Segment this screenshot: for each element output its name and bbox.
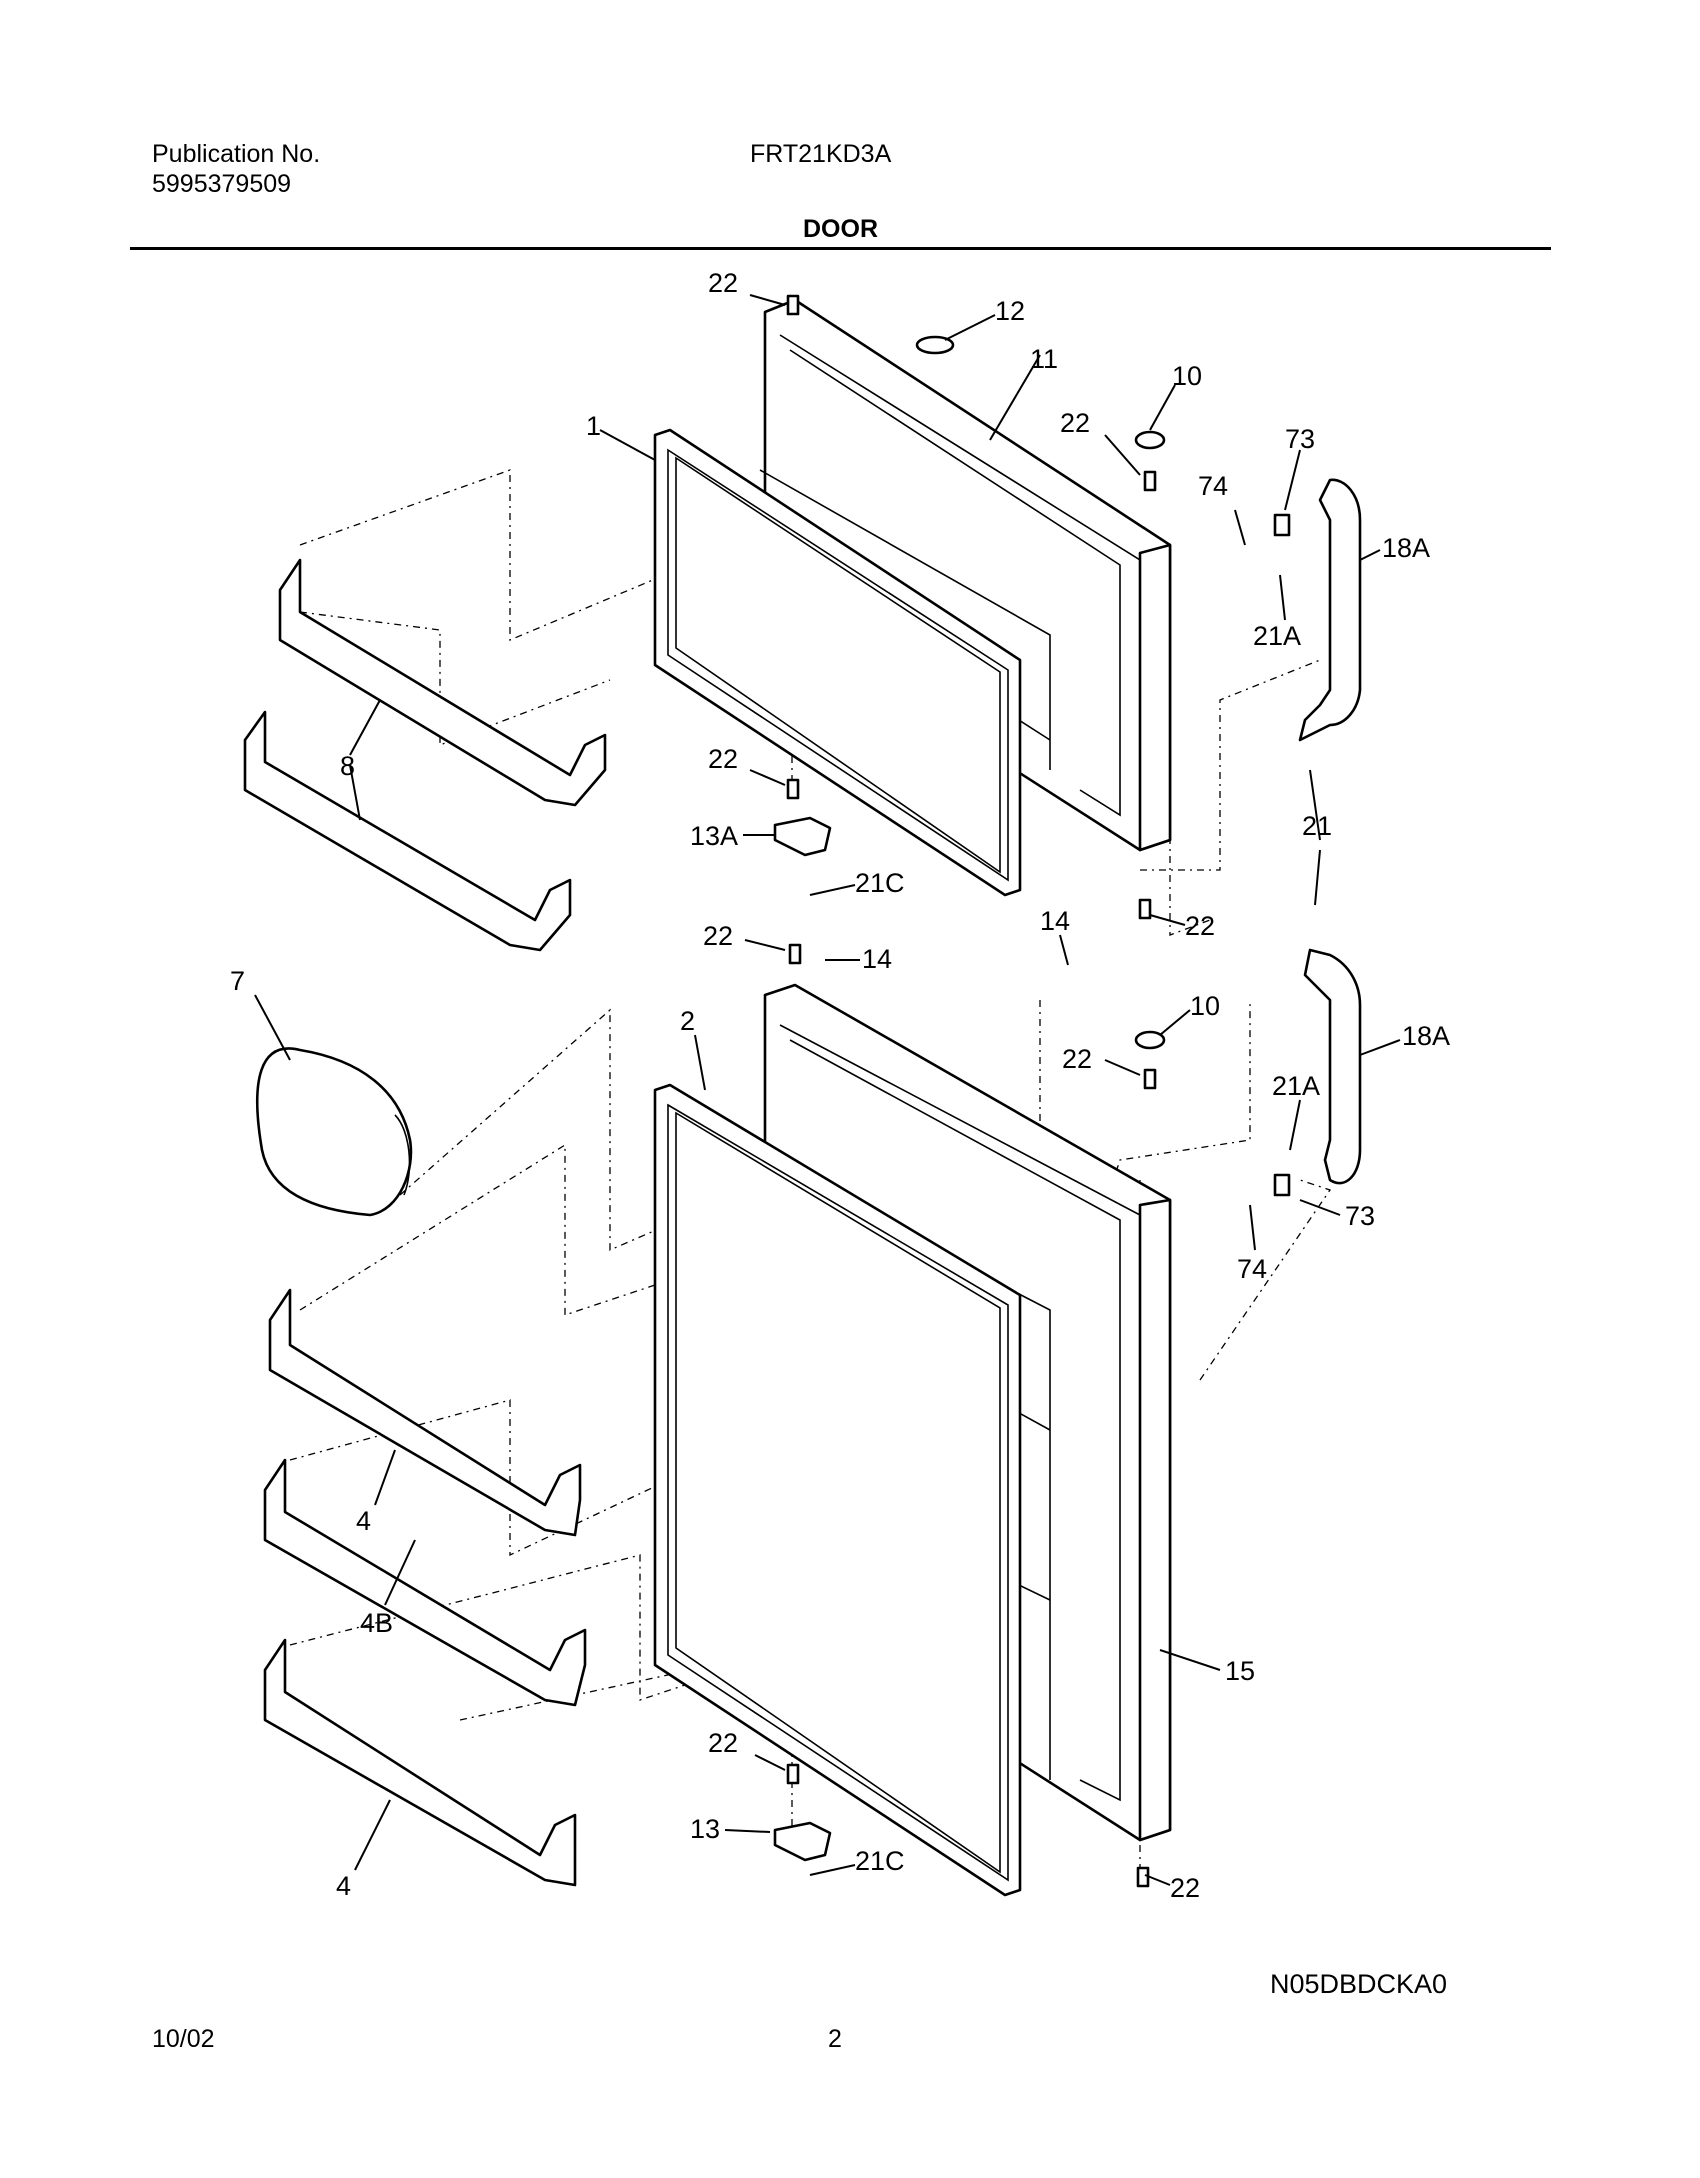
callout-21C: 21C bbox=[855, 1846, 905, 1876]
fresh-food-door-gasket bbox=[653, 1083, 1022, 1897]
callout-13: 13 bbox=[690, 1814, 720, 1844]
callout-18A: 18A bbox=[1382, 533, 1430, 563]
callout-22: 22 bbox=[1060, 408, 1090, 438]
hardware bbox=[773, 294, 1291, 1888]
callout-7: 7 bbox=[230, 966, 245, 996]
callouts: 22 12 11 10 22 1 73 74 18A 21A 8 22 13A … bbox=[230, 268, 1450, 1903]
callout-15: 15 bbox=[1225, 1656, 1255, 1686]
callout-4: 4 bbox=[336, 1871, 351, 1901]
callout-21C: 21C bbox=[855, 868, 905, 898]
callout-10: 10 bbox=[1190, 991, 1220, 1021]
drawing-code: N05DBDCKA0 bbox=[1270, 1969, 1448, 1999]
callout-74: 74 bbox=[1198, 471, 1228, 501]
handles bbox=[1298, 478, 1362, 1185]
callout-22: 22 bbox=[708, 1728, 738, 1758]
freezer-door-gasket bbox=[653, 428, 1022, 897]
callout-73: 73 bbox=[1345, 1201, 1375, 1231]
callout-21A: 21A bbox=[1272, 1071, 1320, 1101]
callout-10: 10 bbox=[1172, 361, 1202, 391]
door-shelves bbox=[243, 558, 607, 1887]
callout-12: 12 bbox=[995, 296, 1025, 326]
callout-11: 11 bbox=[1030, 344, 1058, 374]
footer-date: 10/02 bbox=[152, 2025, 215, 2053]
callout-4B: 4B bbox=[360, 1608, 393, 1638]
page-number: 2 bbox=[828, 2025, 842, 2053]
callout-22: 22 bbox=[1062, 1044, 1092, 1074]
callout-73: 73 bbox=[1285, 424, 1315, 454]
callout-22: 22 bbox=[1185, 911, 1215, 941]
callout-21A: 21A bbox=[1253, 621, 1301, 651]
callout-18A: 18A bbox=[1402, 1021, 1450, 1051]
publication-number: 5995379509 bbox=[152, 170, 292, 198]
callout-22: 22 bbox=[703, 921, 733, 951]
callout-22: 22 bbox=[708, 268, 738, 298]
callout-14: 14 bbox=[1040, 906, 1070, 936]
model-number: FRT21KD3A bbox=[750, 140, 892, 168]
header-rule bbox=[130, 247, 1551, 250]
callout-14: 14 bbox=[862, 944, 892, 974]
leader-lines bbox=[254, 294, 1401, 1886]
callout-22: 22 bbox=[708, 744, 738, 774]
callout-13A: 13A bbox=[690, 821, 738, 851]
dairy-cover bbox=[256, 1047, 413, 1217]
callout-8: 8 bbox=[340, 751, 355, 781]
callout-2: 2 bbox=[680, 1006, 695, 1036]
publication-label: Publication No. bbox=[152, 140, 321, 168]
callout-74: 74 bbox=[1237, 1254, 1267, 1284]
section-title: DOOR bbox=[803, 215, 878, 243]
callout-4: 4 bbox=[356, 1506, 371, 1536]
callout-21: 21 bbox=[1302, 811, 1332, 841]
callout-22: 22 bbox=[1170, 1873, 1200, 1903]
callout-1: 1 bbox=[586, 411, 601, 441]
